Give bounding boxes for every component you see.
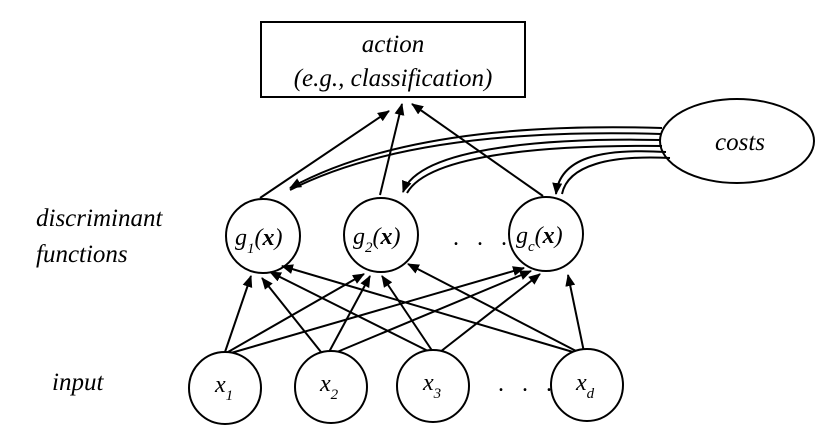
xd-base: x <box>575 370 587 396</box>
x3-subscript: 3 <box>433 386 442 402</box>
x2-subscript: 2 <box>331 387 339 403</box>
svg-text:gc(x): gc(x) <box>516 223 563 255</box>
gc-argument: x <box>542 223 555 249</box>
discriminant-label-line1: discriminant <box>36 205 163 232</box>
arrow-x1-to-gc <box>230 266 525 354</box>
gc-subscript: c <box>528 239 535 255</box>
x1-base: x <box>214 372 226 398</box>
svg-text:xd: xd <box>575 370 595 402</box>
arrow-x1-to-g2 <box>227 273 365 353</box>
costs-node: costs <box>659 98 815 184</box>
g2-base: g <box>353 224 365 250</box>
input-ellipsis: . . . <box>498 371 558 397</box>
svg-text:g2(x): g2(x) <box>353 224 401 256</box>
input-node-x1: x1 <box>188 351 262 425</box>
discriminant-label-line2: functions <box>36 241 128 268</box>
xd-subscript: d <box>587 386 595 402</box>
arrow-costs-to-gc <box>552 150 667 195</box>
input-nodes: x1 x2 x3 . . . xd <box>188 348 624 425</box>
arrow-x2-to-g1 <box>261 277 322 353</box>
arrow-gc-to-action <box>411 103 544 197</box>
gc-base: g <box>516 223 528 249</box>
costs-label: costs <box>715 129 765 156</box>
action-label: action <box>362 31 425 58</box>
discriminant-node-gc: gc(x) <box>508 196 584 272</box>
action-box: action (e.g., classification) <box>260 21 526 98</box>
arrow-g1-to-action <box>259 110 390 199</box>
discriminant-nodes: g1(x) g2(x) . . . gc(x) <box>225 196 584 274</box>
x2-base: x <box>319 371 331 397</box>
svg-text:g1(x): g1(x) <box>235 225 283 257</box>
g2-subscript: 2 <box>365 240 373 256</box>
arrow-x3-to-g2 <box>381 275 434 353</box>
costs-arrows <box>289 126 671 195</box>
action-example-label: (e.g., classification) <box>294 65 493 92</box>
arrow-x3-to-g1 <box>269 271 431 353</box>
input-to-discriminant-arrows <box>224 263 585 354</box>
g2-argument: x <box>380 224 393 250</box>
discriminant-ellipsis: . . . <box>453 225 513 251</box>
input-node-x3: x3 <box>396 349 470 423</box>
g1-base: g <box>235 225 247 251</box>
x3-base: x <box>422 370 434 396</box>
arrow-x1-to-g1 <box>224 275 253 353</box>
discriminant-node-g2: g2(x) <box>343 197 419 273</box>
discriminant-node-g1: g1(x) <box>225 198 301 274</box>
input-node-xd: xd <box>550 348 624 422</box>
arrow-x2-to-g2 <box>328 275 371 353</box>
arrow-costs-to-g1 <box>289 126 663 189</box>
svg-text:x3: x3 <box>422 370 441 402</box>
arrow-costs-to-g2 <box>402 138 662 193</box>
g1-argument: x <box>262 225 275 251</box>
svg-text:x2: x2 <box>319 371 339 403</box>
arrow-xd-to-gc <box>565 274 585 353</box>
arrow-xd-to-g1 <box>281 264 574 353</box>
input-node-x2: x2 <box>294 350 368 424</box>
x1-subscript: 1 <box>226 388 234 404</box>
arrow-x3-to-gc <box>439 273 541 353</box>
svg-text:x1: x1 <box>214 372 233 404</box>
input-label: input <box>52 369 104 396</box>
g1-subscript: 1 <box>247 241 255 257</box>
arrow-xd-to-g2 <box>407 263 579 353</box>
